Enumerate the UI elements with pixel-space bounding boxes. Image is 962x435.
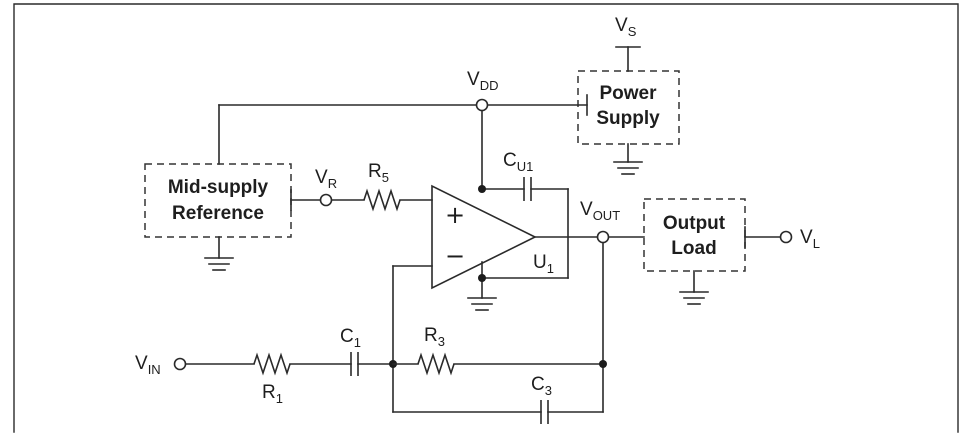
r3-label: R3 (424, 325, 445, 349)
resistor-r3 (417, 352, 455, 376)
capacitor-c3 (540, 400, 549, 424)
vdd-terminal (475, 98, 489, 112)
vl-terminal (779, 230, 793, 244)
vout-label: VOUT (580, 199, 620, 223)
ground-icon (204, 257, 234, 271)
mid-supply-box (144, 163, 292, 238)
power-supply-line2: Supply (596, 108, 660, 129)
ground-icon (613, 161, 643, 175)
capacitor-c1 (350, 352, 359, 376)
output-load-line2: Load (671, 238, 716, 259)
u1-label: U1 (533, 252, 554, 276)
c3-label: C3 (531, 374, 552, 398)
power-supply-line1: Power (599, 83, 657, 104)
resistor-r1 (253, 352, 291, 376)
vout-terminal (596, 230, 610, 244)
mid-supply-line2: Reference (172, 203, 264, 224)
mid-supply-reference: Mid-supply Reference (144, 163, 292, 271)
junction-dot (478, 185, 486, 193)
vdd-label: VDD (467, 69, 498, 93)
output-load: Output Load (643, 198, 746, 305)
vr-label: VR (315, 167, 337, 191)
output-load-box (643, 198, 746, 272)
r5-label: R5 (368, 161, 389, 185)
resistor-r5 (363, 188, 401, 212)
cu1-label: CU1 (503, 150, 533, 174)
vin-label: VIN (135, 353, 161, 377)
junction-dot (599, 360, 607, 368)
opamp-u1 (431, 184, 537, 290)
vs-label: VS (615, 15, 637, 39)
opamp-minus-sign: − (445, 242, 465, 270)
ground-icon (679, 291, 709, 305)
junction-dot (478, 274, 486, 282)
power-supply: Power Supply (577, 46, 680, 175)
c1-label: C1 (340, 326, 361, 350)
ground-icon (467, 297, 497, 311)
vr-terminal (319, 193, 333, 207)
mid-supply-line1: Mid-supply (168, 177, 269, 198)
vl-label: VL (800, 227, 820, 251)
output-load-line1: Output (663, 213, 726, 234)
r1-label: R1 (262, 382, 283, 406)
capacitor-cu1 (523, 177, 532, 201)
vin-terminal (173, 357, 187, 371)
opamp-plus-sign: + (445, 201, 465, 229)
frame (13, 3, 959, 433)
